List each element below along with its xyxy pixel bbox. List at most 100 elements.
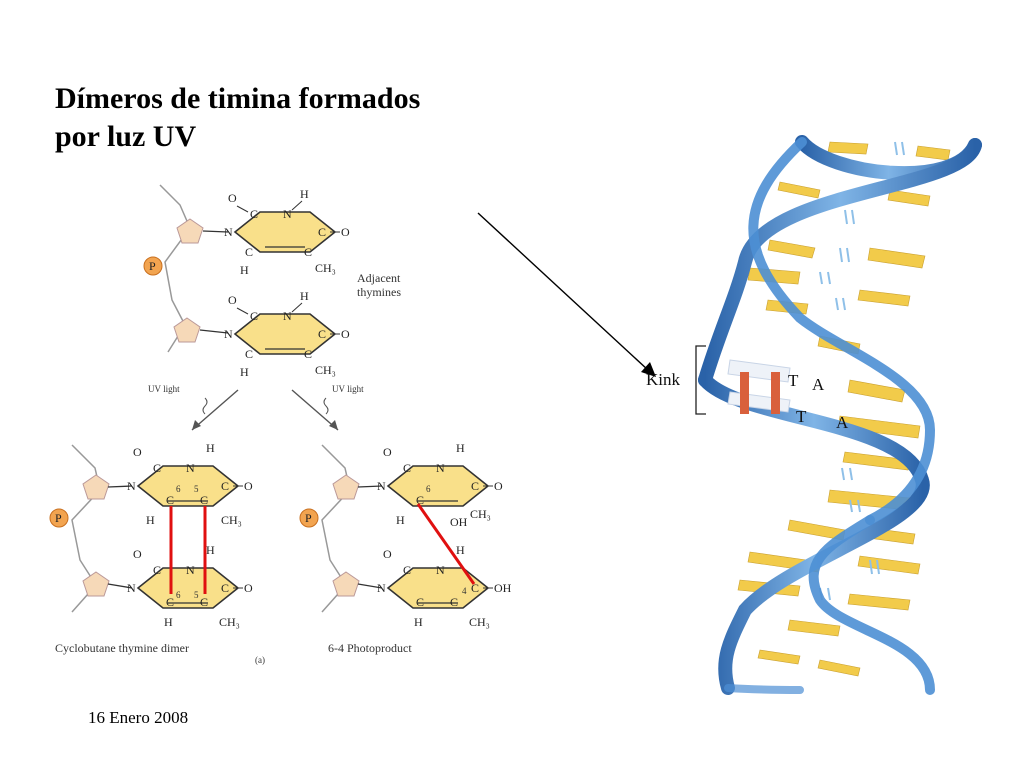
svg-text:H: H <box>396 513 405 527</box>
svg-text:C: C <box>403 461 411 475</box>
svg-text:C: C <box>416 493 424 507</box>
svg-text:O: O <box>494 479 503 493</box>
svg-text:C: C <box>153 563 161 577</box>
kink-region: T A T A Kink <box>646 345 849 432</box>
svg-text:N: N <box>283 309 292 323</box>
svg-text:OH: OH <box>494 581 512 595</box>
svg-text:O: O <box>341 225 350 239</box>
svg-text:C: C <box>166 493 174 507</box>
svg-text:H: H <box>414 615 423 629</box>
svg-text:N: N <box>436 461 445 475</box>
svg-text:N: N <box>436 563 445 577</box>
svg-text:C: C <box>245 347 253 361</box>
kink-label: Kink <box>646 370 681 389</box>
svg-text:6: 6 <box>426 484 431 494</box>
svg-text:C: C <box>318 327 326 341</box>
hydrogen-bonds <box>819 141 905 601</box>
svg-text:H: H <box>206 441 215 455</box>
uv-light-arrows: UV light UV light <box>148 384 364 431</box>
svg-text:H: H <box>240 365 249 379</box>
photoproduct-6-4: P O C N H C O N C 6 H OH CH₃ O C N H C O… <box>299 441 512 655</box>
panel-label: (a) <box>255 655 265 665</box>
adjacent-label-1: Adjacent <box>357 271 401 285</box>
svg-text:O: O <box>228 191 237 205</box>
svg-text:O: O <box>244 479 253 493</box>
svg-text:O: O <box>383 445 392 459</box>
svg-text:P: P <box>305 511 312 525</box>
svg-text:C: C <box>153 461 161 475</box>
svg-text:CH₃: CH₃ <box>221 513 242 527</box>
svg-text:H: H <box>240 263 249 277</box>
base-a-2: A <box>836 413 849 432</box>
svg-text:O: O <box>244 581 253 595</box>
base-pairs <box>737 141 951 677</box>
kink-bracket <box>695 345 706 415</box>
svg-text:6: 6 <box>176 484 181 494</box>
svg-text:N: N <box>377 581 386 595</box>
svg-text:N: N <box>127 581 136 595</box>
svg-text:C: C <box>403 563 411 577</box>
svg-text:H: H <box>206 543 215 557</box>
helix-strands <box>698 135 982 695</box>
svg-text:CH₃: CH₃ <box>219 615 240 629</box>
svg-text:CH₃: CH₃ <box>315 261 336 275</box>
svg-text:P: P <box>55 511 62 525</box>
svg-text:H: H <box>164 615 173 629</box>
svg-text:N: N <box>377 479 386 493</box>
svg-text:N: N <box>283 207 292 221</box>
svg-text:O: O <box>228 293 237 307</box>
uv-light-right: UV light <box>332 384 364 394</box>
svg-text:O: O <box>133 547 142 561</box>
uv-light-left: UV light <box>148 384 180 394</box>
adjacent-thymines: P O C N H C O N C C H CH₃ O C N H <box>143 184 401 379</box>
svg-text:C: C <box>450 595 458 609</box>
svg-text:C: C <box>221 581 229 595</box>
svg-text:C: C <box>304 347 312 361</box>
svg-text:H: H <box>456 543 465 557</box>
svg-text:N: N <box>127 479 136 493</box>
photoproduct-label: 6-4 Photoproduct <box>328 641 412 655</box>
svg-text:O: O <box>341 327 350 341</box>
svg-text:CH₃: CH₃ <box>470 507 491 521</box>
cyclobutane-label: Cyclobutane thymine dimer <box>55 641 189 655</box>
svg-text:C: C <box>250 309 258 323</box>
title-line-2: por luz UV <box>55 120 197 153</box>
svg-text:C: C <box>318 225 326 239</box>
svg-text:6: 6 <box>176 590 181 600</box>
svg-text:C: C <box>166 595 174 609</box>
svg-text:C: C <box>221 479 229 493</box>
svg-text:C: C <box>304 245 312 259</box>
svg-text:H: H <box>300 187 309 201</box>
svg-text:C: C <box>471 479 479 493</box>
svg-text:O: O <box>133 445 142 459</box>
svg-text:C: C <box>200 595 208 609</box>
svg-text:H: H <box>456 441 465 455</box>
base-t-2: T <box>796 407 807 426</box>
thymine-dimer-diagram: P O C N H C O N C C H CH₃ O C N H <box>49 184 512 665</box>
svg-text:N: N <box>186 563 195 577</box>
svg-text:C: C <box>416 595 424 609</box>
phosphate-label-top: P <box>149 259 156 273</box>
slide-title: Dímeros de timina formados por luz UV <box>55 80 515 156</box>
kink-thymine-link-1 <box>740 372 749 414</box>
svg-text:N: N <box>224 225 233 239</box>
cyclobutane-dimer: P O C N H C O N C C 6 5 H CH₃ O C N H C … <box>49 441 265 665</box>
adjacent-label-2: thymines <box>357 285 401 299</box>
svg-text:O: O <box>383 547 392 561</box>
phosphate-bottom-right <box>299 508 319 528</box>
svg-text:5: 5 <box>194 484 199 494</box>
svg-text:C: C <box>200 493 208 507</box>
base-a-1: A <box>812 375 825 394</box>
svg-text:CH₃: CH₃ <box>315 363 336 377</box>
photoproduct-bond <box>416 503 476 585</box>
svg-text:H: H <box>146 513 155 527</box>
svg-text:C: C <box>245 245 253 259</box>
title-line-1: Dímeros de timina formados <box>55 82 421 115</box>
svg-text:C: C <box>471 581 479 595</box>
svg-text:C: C <box>250 207 258 221</box>
svg-text:H: H <box>300 289 309 303</box>
svg-text:CH₃: CH₃ <box>469 615 490 629</box>
